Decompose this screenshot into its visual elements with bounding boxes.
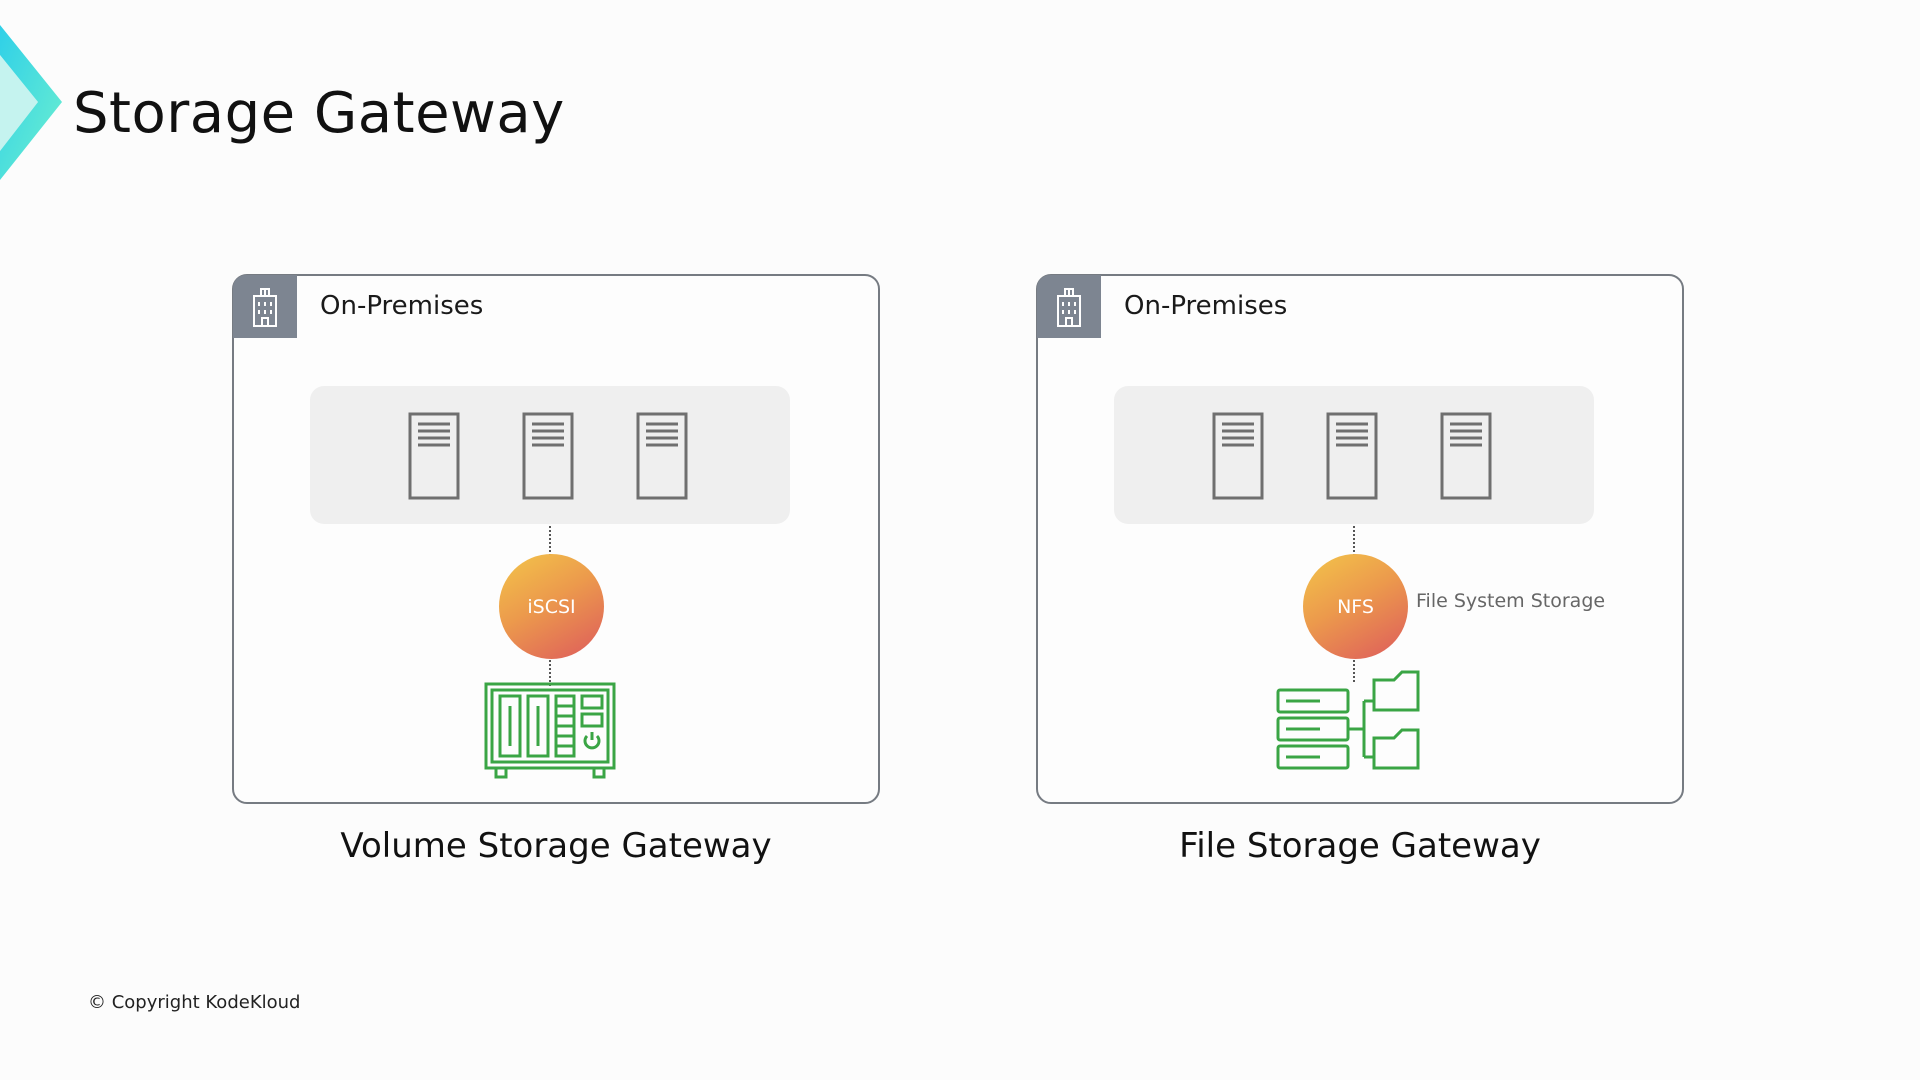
slide-title: Storage Gateway	[73, 81, 565, 146]
caption-volume-gateway: Volume Storage Gateway	[340, 826, 772, 866]
environment-label: On-Premises	[320, 291, 484, 321]
environment-label: On-Premises	[1124, 291, 1288, 321]
connector-line	[549, 526, 551, 556]
connector-line	[1353, 526, 1355, 556]
server-icon	[1212, 412, 1264, 500]
connector-line	[1353, 660, 1355, 682]
server-icon	[408, 412, 460, 500]
protocol-badge-nfs: NFS	[1303, 554, 1408, 659]
server-group	[1114, 386, 1594, 524]
office-building-icon	[1037, 275, 1101, 338]
office-building-icon	[233, 275, 297, 338]
protocol-badge-iscsi: iSCSI	[499, 554, 604, 659]
file-gateway-icon	[1276, 670, 1420, 770]
server-icon	[1440, 412, 1492, 500]
server-group	[310, 386, 790, 524]
server-icon	[1326, 412, 1378, 500]
file-system-storage-label: File System Storage	[1416, 590, 1606, 612]
server-icon	[636, 412, 688, 500]
on-premises-panel-volume: On-Premises iSCSI	[232, 274, 880, 804]
on-premises-panel-file: On-Premises NFS File System Stor	[1036, 274, 1684, 804]
kodekloud-chevron-icon	[0, 25, 62, 180]
caption-file-gateway: File Storage Gateway	[1179, 826, 1541, 866]
connector-line	[549, 660, 551, 686]
volume-gateway-icon	[484, 682, 616, 779]
copyright-text: © Copyright KodeKloud	[88, 992, 301, 1013]
server-icon	[522, 412, 574, 500]
